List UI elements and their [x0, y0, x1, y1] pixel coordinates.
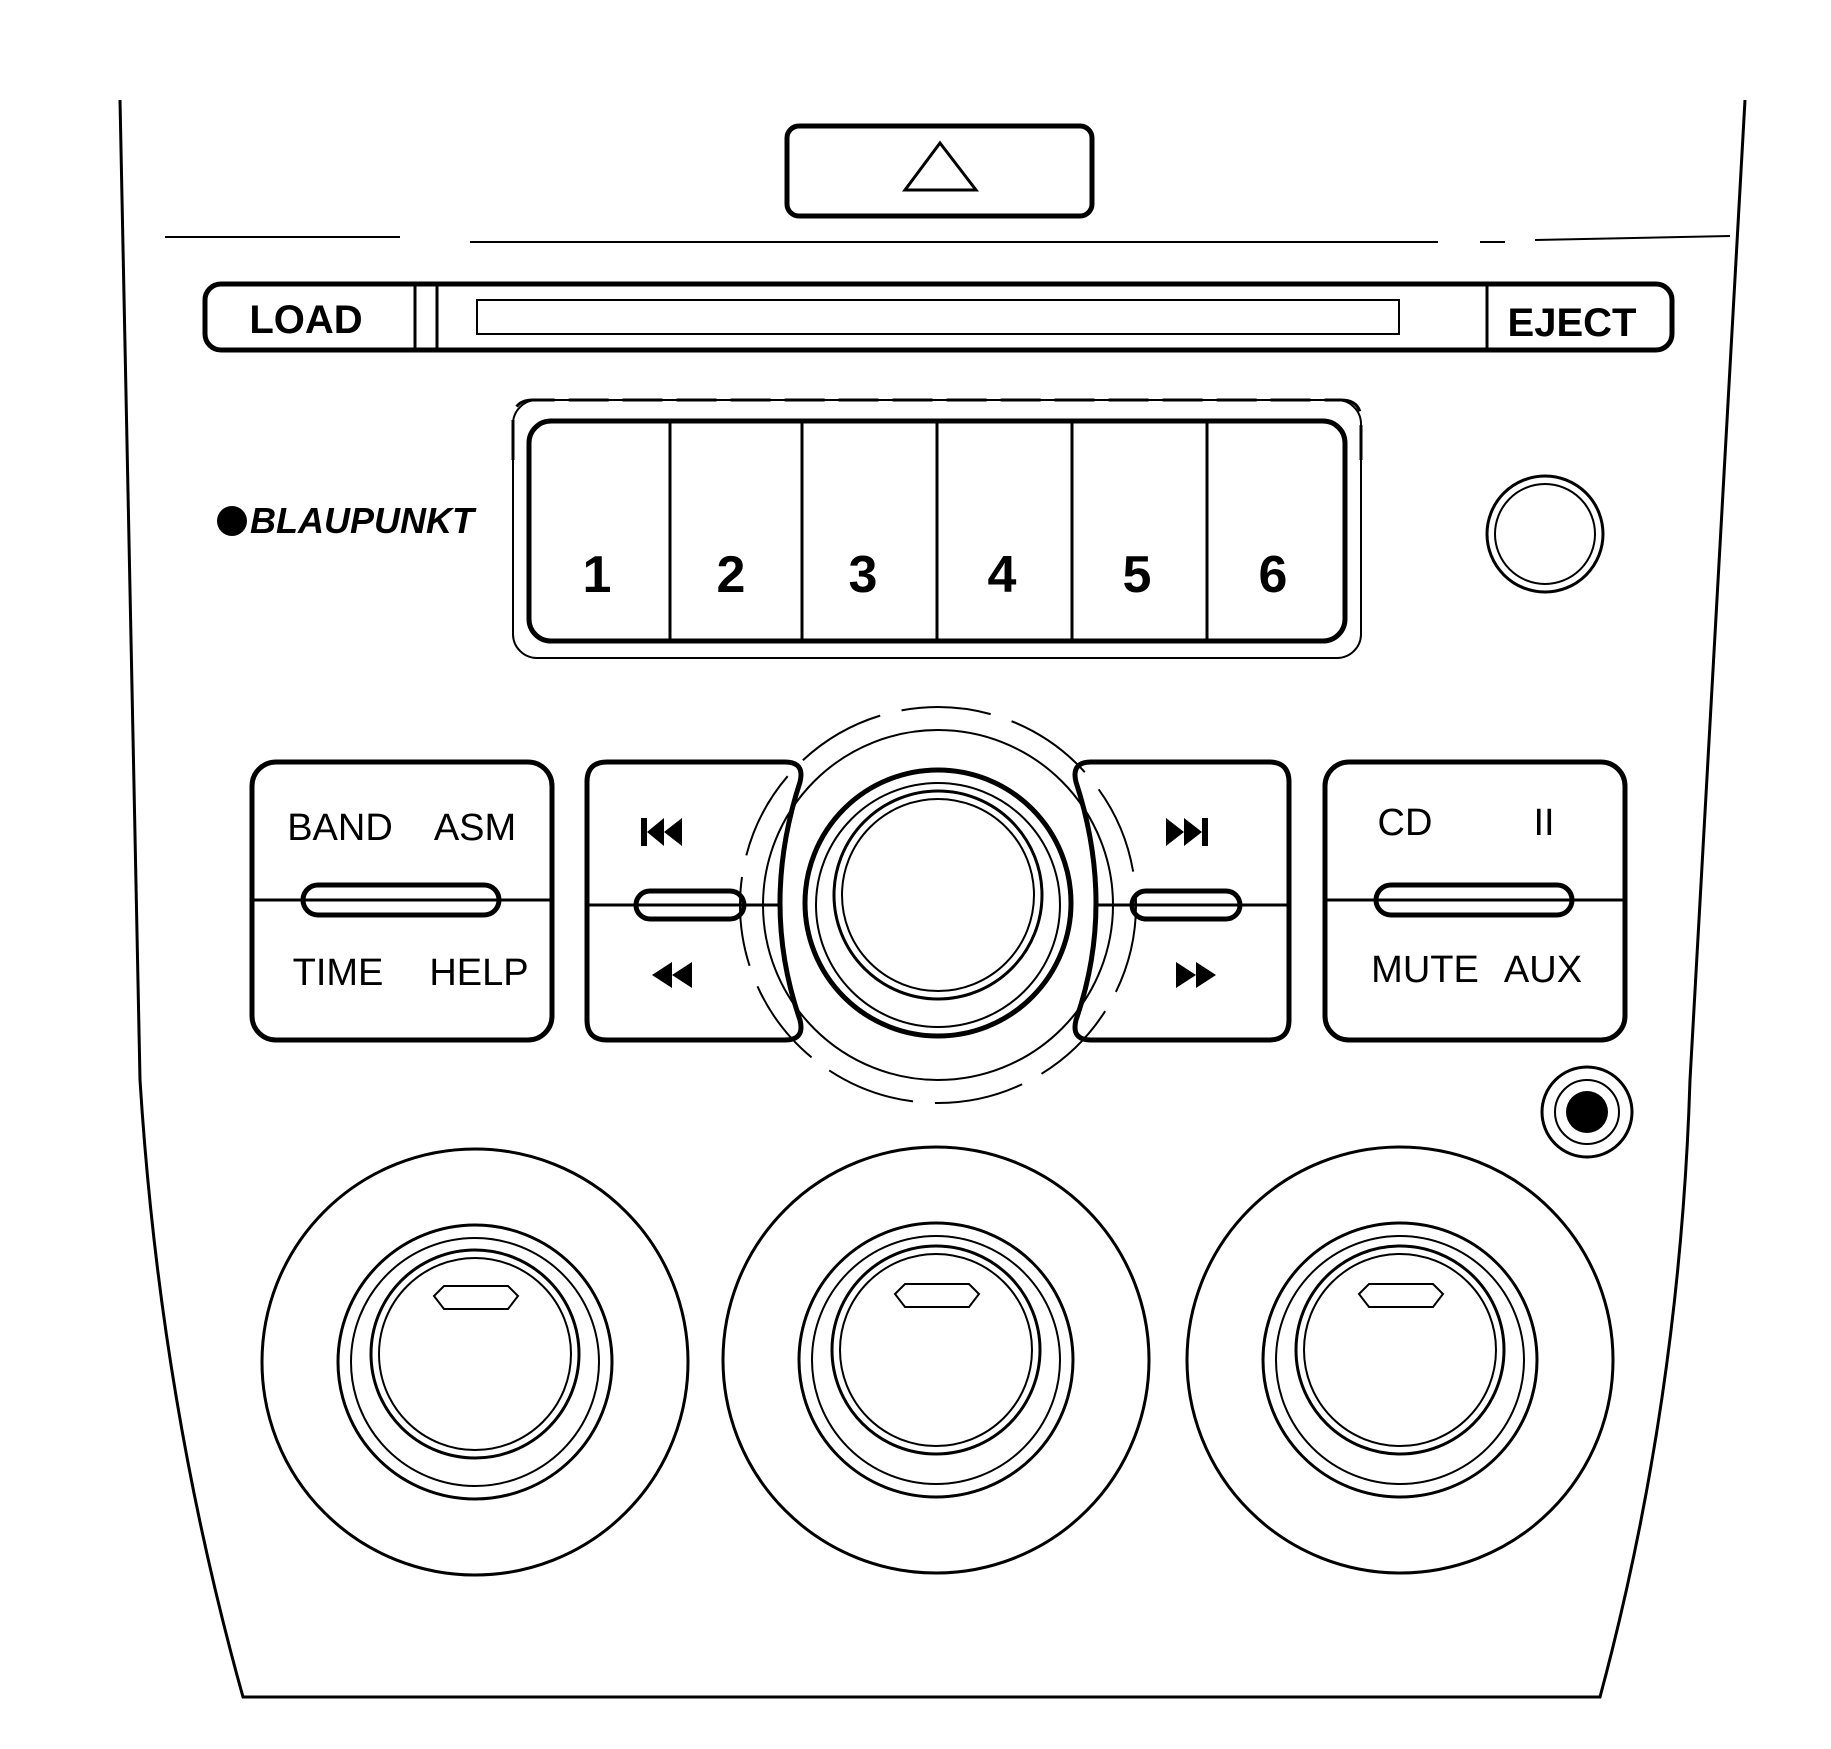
panel-outline [118, 99, 1747, 1699]
round-button[interactable] [1485, 474, 1605, 594]
climate-knob-right[interactable] [1185, 1145, 1615, 1575]
preset-label: 5 [1123, 546, 1152, 604]
brand-dot-icon [217, 506, 247, 536]
rocker-cd-mute[interactable]: CD II MUTE AUX [1322, 759, 1628, 1043]
fast-forward-icon [1176, 962, 1216, 988]
preset-button-1[interactable]: 1 [583, 546, 612, 604]
preset-label: 4 [988, 546, 1017, 604]
preset-buttons: 1 2 3 4 5 6 [511, 398, 1363, 659]
load-label: LOAD [249, 298, 362, 342]
preset-button-3[interactable]: 3 [849, 546, 878, 604]
preset-button-2[interactable]: 2 [717, 546, 746, 604]
eject-label: EJECT [1508, 301, 1637, 345]
rocker-band-time[interactable]: BAND ASM TIME HELP [249, 759, 555, 1043]
aux-jack[interactable] [1540, 1065, 1634, 1159]
climate-knob-left[interactable] [260, 1147, 690, 1577]
preset-label: 1 [583, 546, 612, 604]
rewind-icon [652, 962, 692, 988]
knob-indicator-icon [432, 1285, 520, 1310]
preset-button-6[interactable]: 6 [1259, 546, 1288, 604]
rocker-seek-forward[interactable] [1072, 759, 1292, 1043]
preset-button-5[interactable]: 5 [1123, 546, 1152, 604]
eject-button[interactable]: EJECT [1508, 301, 1637, 345]
time-label: TIME [293, 952, 384, 994]
aux-label: AUX [1504, 949, 1582, 991]
band-label: BAND [287, 807, 393, 849]
hazard-button[interactable] [784, 123, 1095, 219]
knob-indicator-icon [1357, 1283, 1445, 1308]
help-label: HELP [429, 952, 528, 994]
pause-label: II [1533, 802, 1554, 844]
preset-label: 6 [1259, 546, 1288, 604]
climate-knob-center[interactable] [721, 1145, 1151, 1575]
preset-button-4[interactable]: 4 [988, 546, 1017, 604]
skip-forward-icon [1166, 818, 1208, 846]
triangle-icon [902, 140, 980, 192]
load-button[interactable]: LOAD [249, 298, 362, 342]
cd-slot [476, 299, 1400, 335]
brand-logo: BLAUPUNKT [217, 500, 477, 541]
mute-label: MUTE [1371, 949, 1479, 991]
rocker-seek-back[interactable] [584, 759, 804, 1043]
cd-label: CD [1378, 802, 1433, 844]
brand-name: BLAUPUNKT [250, 500, 477, 541]
cd-slot-bar [202, 281, 1675, 353]
preset-label: 2 [717, 546, 746, 604]
preset-label: 3 [849, 546, 878, 604]
knob-indicator-icon [893, 1283, 981, 1308]
skip-back-icon [641, 818, 682, 846]
asm-label: ASM [434, 807, 516, 849]
